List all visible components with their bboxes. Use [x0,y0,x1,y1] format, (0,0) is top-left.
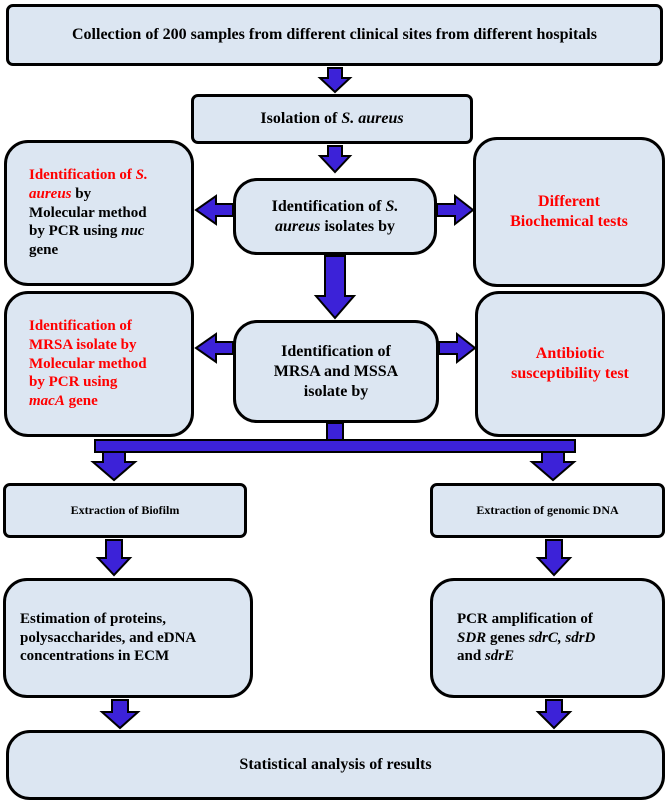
genomic-dna-box: Extraction of genomic DNA [430,483,665,538]
pcr-sdr-box: PCR amplification of SDR genes sdrC, sdr… [430,578,665,698]
arrow-genomic-to-pcr [535,539,573,577]
biochemical-tests-box: Different Biochemical tests [473,137,665,287]
isolation-text: Isolation of S. aureus [260,110,404,127]
arrow-to-molecular-mec [194,332,234,364]
molecular-nuc-box: Identification of S. aureus by Molecular… [4,140,194,286]
statistical-box: Statistical analysis of results [6,730,665,800]
arrow-collection-to-isolation [317,67,353,94]
arrow-to-biochemical [436,193,475,227]
collection-box: Collection of 200 samples from different… [6,4,663,66]
antibiotic-susceptibility-box: Antibiotic susceptibility test [475,291,665,437]
identification-mrsa-mssa-box: Identification of MRSA and MSSA isolate … [233,320,439,423]
arrow-biofilm-to-estimation [95,539,133,577]
molecular-mec-box: Identification of MRSA isolate by Molecu… [4,291,194,437]
arrow-to-molecular-nuc [194,194,234,226]
arrow-to-antibiotic [438,331,477,365]
arrow-pcr-to-statistical [535,699,573,730]
arrow-isolation-to-identification [317,145,353,174]
estimation-box: Estimation of proteins, polysaccharides,… [3,578,253,698]
identification-isolates-box: Identification of S. aureus isolates by [233,178,437,255]
arrow-to-genomic [529,451,577,482]
arrow-estimation-to-statistical [99,699,141,730]
collection-text: Collection of 200 samples from different… [72,26,597,43]
arrow-to-biofilm [90,451,138,482]
isolation-box: Isolation of S. aureus [191,94,473,144]
arrow-identification-to-mrsa [313,255,357,320]
biofilm-box: Extraction of Biofilm [3,483,247,538]
split-connector [94,422,576,453]
